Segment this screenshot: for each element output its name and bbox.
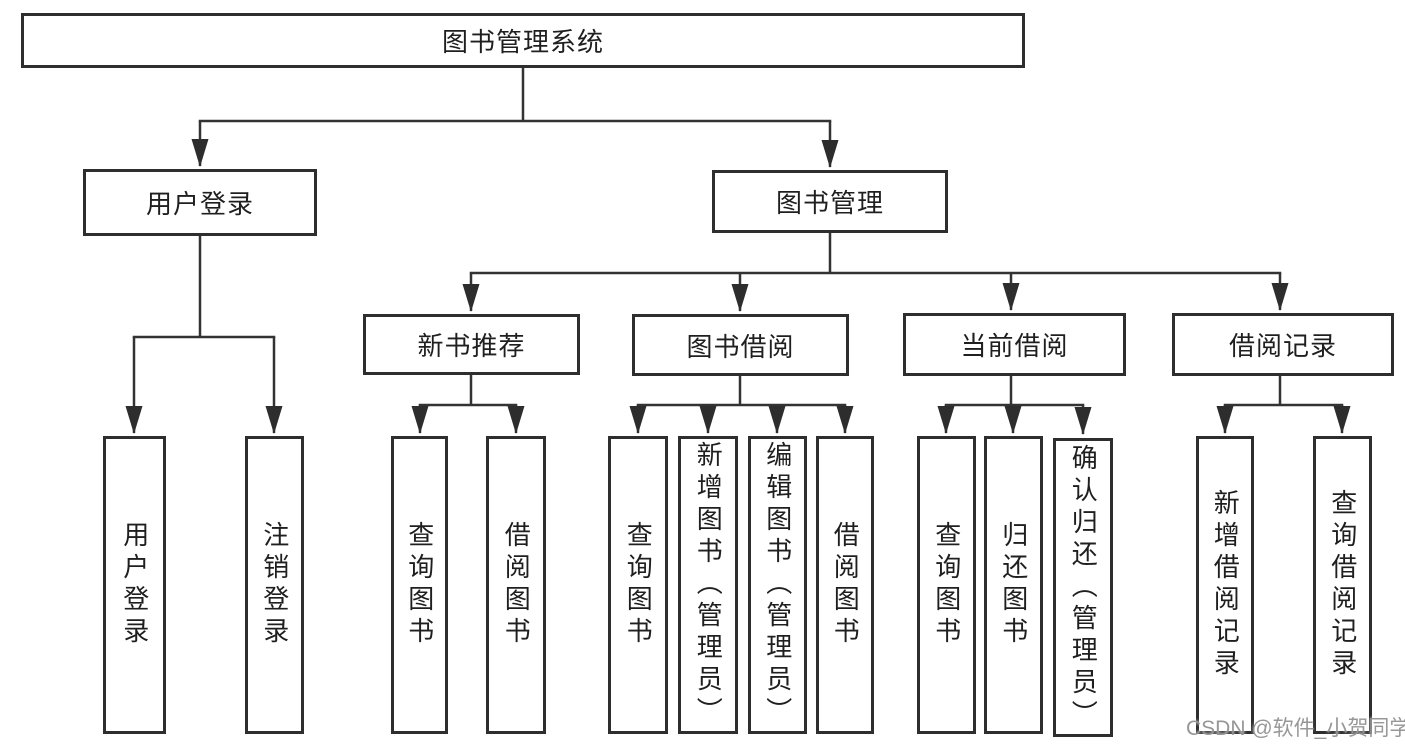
leaf-user-login-label: 用户登录: [119, 521, 150, 649]
leaf-return-book-label: 归还图书: [998, 521, 1029, 649]
node-borrow-records-label: 借阅记录: [1228, 331, 1337, 361]
leaf-return-book: 归还图书: [984, 436, 1043, 734]
node-book-management: 图书管理: [712, 170, 948, 233]
leaf-query-borrow-record-label: 查询借阅记录: [1327, 489, 1358, 681]
leaf-logout-login-label: 注销登录: [259, 521, 290, 649]
leaf-add-borrow-record: 新增借阅记录: [1196, 436, 1254, 734]
leaf-query-borrow-record: 查询借阅记录: [1313, 436, 1372, 734]
leaf-query-book-current-label: 查询图书: [931, 521, 962, 649]
leaf-borrow-book: 借阅图书: [816, 436, 874, 734]
leaf-logout-login: 注销登录: [245, 436, 304, 734]
node-current-borrow-label: 当前借阅: [960, 331, 1069, 361]
leaf-confirm-return-admin: 确认归还（管理员）: [1053, 438, 1113, 737]
node-user-login-label: 用户登录: [145, 189, 254, 219]
watermark: CSDN @软件_小贺同学: [1186, 717, 1405, 740]
node-book-borrow: 图书借阅: [632, 314, 849, 376]
leaf-add-book-admin: 新增图书（管理员）: [678, 436, 738, 734]
node-library-system-label: 图书管理系统: [441, 27, 604, 57]
leaf-query-book-borrow-label: 查询图书: [623, 521, 654, 649]
node-new-book-recommend-label: 新书推荐: [417, 331, 526, 361]
leaf-confirm-return-admin-label: 确认归还（管理员）: [1068, 443, 1099, 732]
node-current-borrow: 当前借阅: [903, 313, 1126, 376]
node-book-borrow-label: 图书借阅: [686, 331, 795, 362]
leaf-edit-book-admin: 编辑图书（管理员）: [748, 436, 807, 734]
leaf-add-book-admin-label: 新增图书（管理员）: [693, 441, 724, 729]
node-library-system: 图书管理系统: [21, 13, 1025, 68]
leaf-query-book-recommend: 查询图书: [391, 436, 448, 734]
leaf-query-book-recommend-label: 查询图书: [404, 521, 435, 649]
leaf-edit-book-admin-label: 编辑图书（管理员）: [762, 441, 793, 729]
leaf-user-login: 用户登录: [103, 436, 166, 734]
leaf-borrow-book-recommend-label: 借阅图书: [501, 521, 532, 649]
leaf-add-borrow-record-label: 新增借阅记录: [1210, 489, 1241, 681]
node-user-login: 用户登录: [83, 169, 317, 236]
node-book-management-label: 图书管理: [775, 188, 884, 218]
node-borrow-records: 借阅记录: [1172, 313, 1394, 376]
node-new-book-recommend: 新书推荐: [363, 314, 580, 375]
leaf-query-book-borrow: 查询图书: [608, 436, 668, 734]
leaf-borrow-book-label: 借阅图书: [830, 521, 861, 649]
leaf-borrow-book-recommend: 借阅图书: [486, 436, 546, 734]
leaf-query-book-current: 查询图书: [917, 436, 976, 734]
